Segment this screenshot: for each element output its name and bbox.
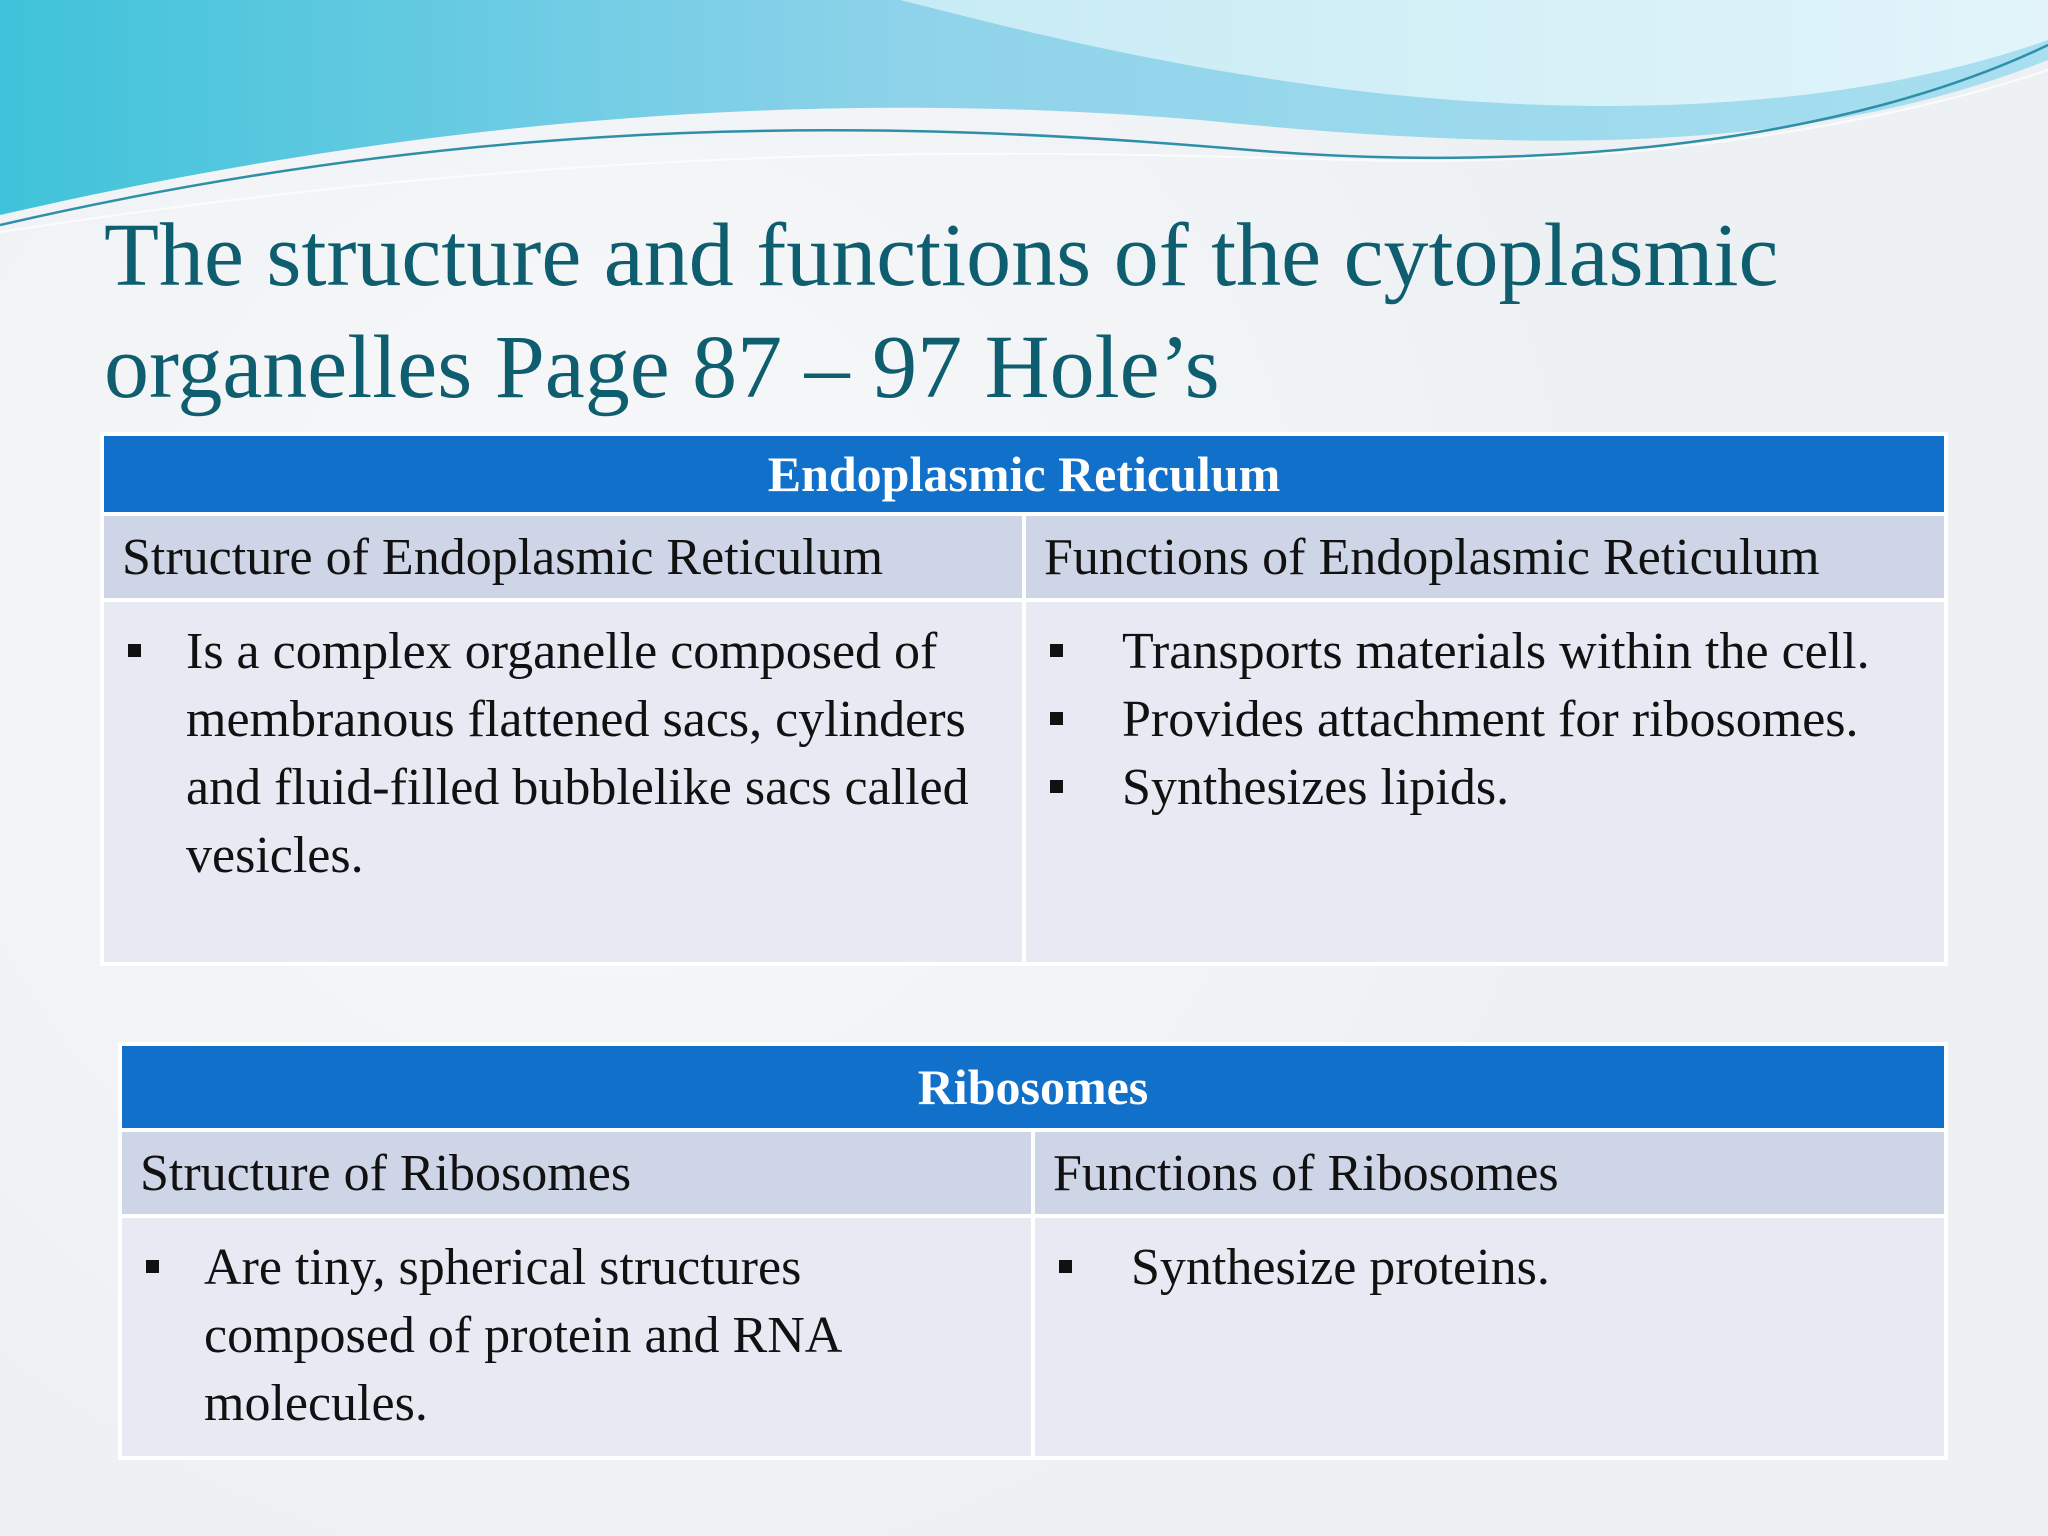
- decorative-wave-banner: [0, 0, 2048, 233]
- list-item-text: Are tiny, spherical structures composed …: [204, 1239, 840, 1432]
- structure-list: Are tiny, spherical structures composed …: [122, 1234, 1031, 1438]
- functions-column-heading: Functions of Endoplasmic Reticulum: [1026, 516, 1944, 598]
- functions-cell: Transports materials within the cell. Pr…: [1026, 602, 1944, 962]
- square-bullet-icon: [1050, 644, 1063, 657]
- endoplasmic-reticulum-table: Endoplasmic Reticulum Structure of Endop…: [100, 432, 1948, 966]
- structure-cell: Is a complex organelle composed of membr…: [104, 602, 1022, 962]
- functions-column-heading: Functions of Ribosomes: [1035, 1132, 1944, 1214]
- list-item: Synthesizes lipids.: [1026, 754, 1944, 822]
- slide-title: The structure and functions of the cytop…: [104, 206, 1779, 417]
- square-bullet-icon: [146, 1260, 159, 1273]
- structure-cell: Are tiny, spherical structures composed …: [122, 1218, 1031, 1456]
- square-bullet-icon: [1059, 1260, 1072, 1273]
- list-item: Is a complex organelle composed of membr…: [104, 618, 1022, 890]
- structure-column-heading: Structure of Ribosomes: [122, 1132, 1031, 1214]
- list-item-text: Is a complex organelle composed of membr…: [186, 623, 969, 884]
- square-bullet-icon: [128, 644, 141, 657]
- functions-list: Synthesize proteins.: [1035, 1234, 1944, 1302]
- list-item-text: Provides attachment for ribosomes.: [1122, 691, 1859, 748]
- list-item-text: Synthesizes lipids.: [1122, 759, 1510, 816]
- structure-column-heading: Structure of Endoplasmic Reticulum: [104, 516, 1022, 598]
- list-item: Are tiny, spherical structures composed …: [122, 1234, 1031, 1438]
- square-bullet-icon: [1050, 780, 1063, 793]
- table-header: Endoplasmic Reticulum: [104, 436, 1944, 512]
- list-item-text: Synthesize proteins.: [1131, 1239, 1550, 1296]
- structure-list: Is a complex organelle composed of membr…: [104, 618, 1022, 890]
- list-item: Transports materials within the cell.: [1026, 618, 1944, 686]
- list-item: Provides attachment for ribosomes.: [1026, 686, 1944, 754]
- square-bullet-icon: [1050, 712, 1063, 725]
- list-item: Synthesize proteins.: [1035, 1234, 1944, 1302]
- functions-list: Transports materials within the cell. Pr…: [1026, 618, 1944, 822]
- functions-cell: Synthesize proteins.: [1035, 1218, 1944, 1456]
- ribosomes-table: Ribosomes Structure of Ribosomes Functio…: [118, 1042, 1948, 1460]
- list-item-text: Transports materials within the cell.: [1122, 623, 1870, 680]
- table-header: Ribosomes: [122, 1046, 1944, 1128]
